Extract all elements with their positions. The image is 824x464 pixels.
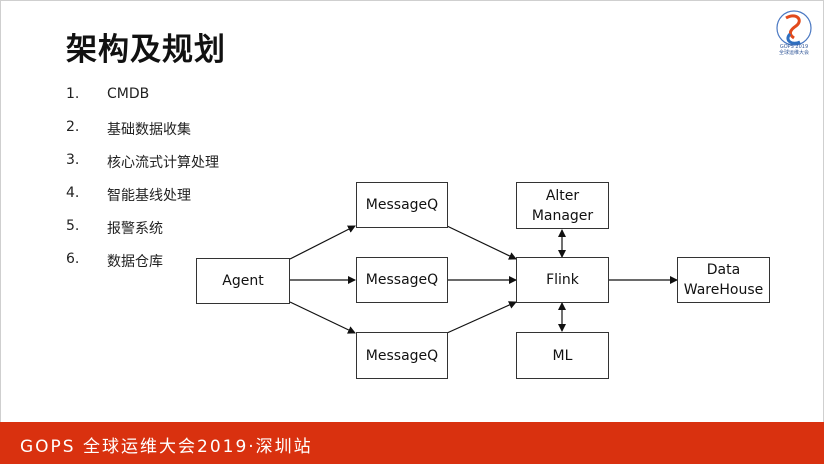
list-text: 数据仓库 — [107, 254, 163, 270]
arrow-agent-mq1 — [289, 225, 356, 260]
alter-manager-label-line2: Manager — [531, 207, 594, 224]
arrow-mq3-flink — [446, 301, 517, 334]
messageq-node-1: MessageQ — [356, 182, 448, 228]
flink-label: Flink — [546, 272, 579, 288]
list-text: CMDB — [107, 86, 150, 102]
ml-node: ML — [516, 332, 609, 379]
flink-node: Flink — [516, 257, 609, 303]
agent-node: Agent — [196, 258, 290, 304]
slide-title: 架构及规划 — [66, 32, 226, 68]
messageq-label: MessageQ — [365, 347, 439, 364]
list-text: 智能基线处理 — [107, 188, 191, 204]
footer-bar: GOPS 全球运维大会2019·深圳站 — [0, 422, 824, 464]
gops-logo — [776, 10, 812, 46]
data-warehouse-label-line2: WareHouse — [683, 282, 764, 298]
messageq-node-3: MessageQ — [356, 332, 448, 379]
alter-manager-node: Alter Manager — [516, 182, 609, 229]
list-number: 3. — [66, 152, 80, 168]
list-text: 核心流式计算处理 — [107, 155, 219, 171]
list-text: 报警系统 — [107, 221, 163, 237]
arrow-agent-mq3 — [289, 301, 356, 334]
data-warehouse-label-line1: Data — [706, 262, 741, 278]
ml-label: ML — [552, 347, 573, 364]
alter-manager-label-line1: Alter — [545, 187, 580, 204]
list-number: 1. — [66, 86, 80, 102]
list-number: 6. — [66, 251, 80, 267]
list-text: 基础数据收集 — [107, 122, 191, 138]
messageq-label: MessageQ — [365, 272, 439, 288]
arrow-mq1-flink — [446, 225, 517, 260]
list-number: 5. — [66, 218, 80, 234]
footer-text: GOPS 全球运维大会2019·深圳站 — [20, 437, 313, 457]
messageq-node-2: MessageQ — [356, 257, 448, 303]
agent-label: Agent — [222, 273, 264, 289]
list-number: 2. — [66, 119, 80, 135]
messageq-label: MessageQ — [365, 197, 439, 213]
data-warehouse-node: Data WareHouse — [677, 257, 770, 303]
list-number: 4. — [66, 185, 80, 201]
